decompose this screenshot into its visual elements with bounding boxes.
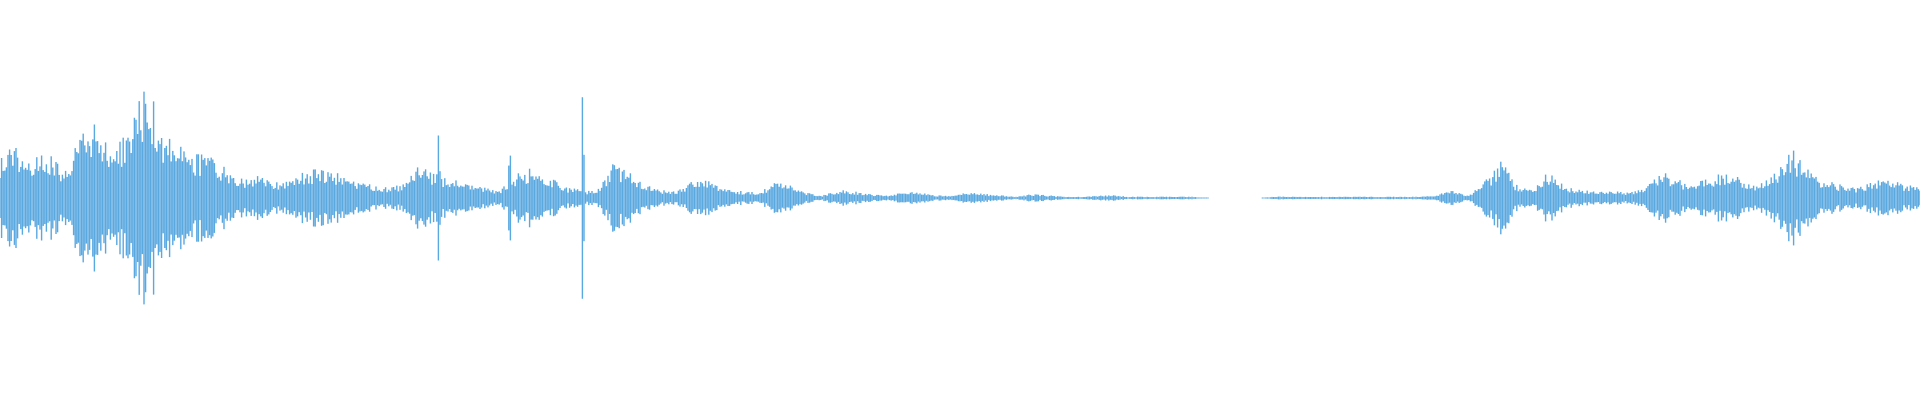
waveform-bars [0,91,1920,305]
